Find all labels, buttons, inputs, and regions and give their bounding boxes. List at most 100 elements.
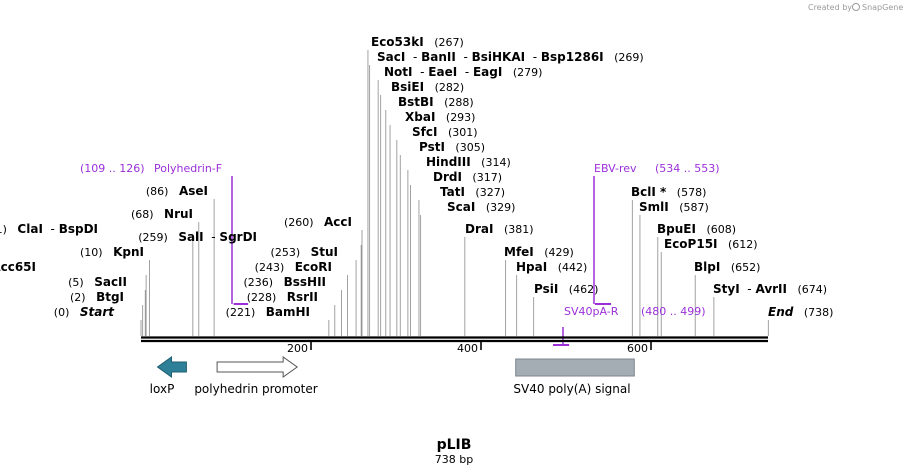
map-title: pLIB 738 bp — [435, 437, 473, 466]
site-label-ecop15i[interactable]: EcoP15I (612) — [664, 237, 758, 251]
site-name-xbai: XbaI — [405, 110, 435, 124]
site-dash-noti-0: - — [413, 65, 429, 79]
site-label-psti[interactable]: PstI (305) — [419, 140, 485, 154]
site-name-asei: AseI — [179, 184, 208, 198]
site-dash-saci-0: - — [405, 50, 421, 64]
plasmid-name: pLIB — [437, 437, 472, 453]
site-label-stui[interactable]: (253) StuI — [271, 245, 338, 259]
site-label-ecori[interactable]: (243) EcoRI — [255, 260, 332, 274]
site-pos-bsshii: (236) — [244, 276, 284, 289]
site-name-rsrii: RsrII — [287, 290, 318, 304]
site-pos-kpni: (10) — [80, 246, 113, 259]
site-name-psti: PstI — [419, 140, 445, 154]
site-label-bstbi[interactable]: BstBI (288) — [398, 95, 474, 109]
site-pos-scai: (329) — [475, 201, 515, 214]
site-label-sali[interactable]: (259) SalI - SgrDI — [138, 230, 257, 244]
site-label-bani[interactable]: (6) BanI - Acc65I — [0, 260, 36, 274]
site-label-saci[interactable]: SacI - BanII - BsiHKAI - Bsp1286I (269) — [377, 50, 644, 64]
site-name-bsshii: BssHII — [284, 275, 326, 289]
site-label-asei[interactable]: (86) AseI — [146, 184, 208, 198]
site-label-bpuei[interactable]: BpuEI (608) — [657, 222, 736, 236]
site-alias-bsp1286i: Bsp1286I — [541, 50, 604, 64]
site-label-psii[interactable]: PsiI (462) — [534, 282, 598, 296]
site-dash-sali-0: - — [204, 230, 220, 244]
site-label-blpi[interactable]: BlpI (652) — [694, 260, 760, 274]
site-alias-acc65i: Acc65I — [0, 260, 36, 274]
site-name-bsiei: BsiEI — [391, 80, 424, 94]
site-name-start: Start — [80, 305, 115, 319]
site-label-xbai[interactable]: XbaI (293) — [405, 110, 475, 124]
site-name-bpuei: BpuEI — [657, 222, 696, 236]
site-label-drai[interactable]: DraI (381) — [465, 222, 534, 236]
site-alias-sgrdi: SgrDI — [219, 230, 257, 244]
site-label-hindiii[interactable]: HindIII (314) — [426, 155, 511, 169]
site-name-btgi: BtgI — [96, 290, 124, 304]
site-pos-hindiii: (314) — [471, 156, 511, 169]
primer-range-polyhedrin-f: (109 .. 126) — [80, 162, 145, 175]
site-label-clai[interactable]: (61) ClaI - BspDI — [0, 222, 98, 236]
primer-range-sv40pa-r: (480 .. 499) — [641, 305, 706, 318]
site-labels: (0) Start(2) BtgI(5) SacII (6) BanI - Acc… — [0, 35, 833, 319]
site-label-drdi[interactable]: DrdI (317) — [433, 170, 502, 184]
site-label-acci[interactable]: (260) AccI — [284, 215, 352, 229]
site-pos-tati: (327) — [465, 186, 505, 199]
site-label-rsrii[interactable]: (228) RsrII — [247, 290, 318, 304]
site-alias-banii: BanII — [421, 50, 456, 64]
site-lines — [140, 50, 769, 336]
ruler-tick-label-200: 200 — [287, 342, 308, 355]
site-label-btgi[interactable]: (2) BtgI — [70, 290, 124, 304]
site-pos-mfei: (429) — [534, 246, 574, 259]
site-label-styi[interactable]: StyI - AvrII (674) — [713, 282, 827, 296]
site-pos-acci: (260) — [284, 216, 324, 229]
site-label-bcli[interactable]: BclI * (578) — [631, 185, 706, 199]
primer-name-polyhedrin-f[interactable]: Polyhedrin-F — [154, 162, 222, 175]
sv40-polya-feature-label: SV40 poly(A) signal — [513, 382, 630, 396]
polyhedrin-promoter-feature-label: polyhedrin promoter — [194, 382, 317, 396]
site-pos-sali: (259) — [138, 231, 178, 244]
site-pos-bamhi: (221) — [226, 306, 266, 319]
site-name-sacii: SacII — [94, 275, 127, 289]
site-label-nrui[interactable]: (68) NruI — [131, 207, 193, 221]
sv40-polya-feature-box[interactable] — [515, 358, 635, 377]
site-label-scai[interactable]: ScaI (329) — [447, 200, 515, 214]
site-name-saci: SacI — [377, 50, 405, 64]
site-label-eco53ki[interactable]: Eco53kI (267) — [371, 35, 464, 49]
site-pos-saci: (269) — [604, 51, 644, 64]
site-label-end[interactable]: End (738) — [768, 305, 833, 319]
site-name-bamhi: BamHI — [266, 305, 310, 319]
site-label-noti[interactable]: NotI - EaeI - EagI (279) — [384, 65, 542, 79]
site-label-sfci[interactable]: SfcI (301) — [412, 125, 478, 139]
site-label-mfei[interactable]: MfeI (429) — [504, 245, 574, 259]
polyhedrin-promoter-feature-arrow[interactable] — [216, 356, 299, 378]
site-label-sacii[interactable]: (5) SacII — [68, 275, 127, 289]
site-pos-start: (0) — [54, 306, 80, 319]
site-label-bsiei[interactable]: BsiEI (282) — [391, 80, 464, 94]
site-label-tati[interactable]: TatI (327) — [440, 185, 505, 199]
site-label-kpni[interactable]: (10) KpnI — [80, 245, 144, 259]
site-label-bamhi[interactable]: (221) BamHI — [226, 305, 310, 319]
site-pos-smli: (587) — [669, 201, 709, 214]
site-pos-btgi: (2) — [70, 291, 96, 304]
site-name-clai: ClaI — [17, 222, 42, 236]
site-name-styi: StyI — [713, 282, 740, 296]
site-pos-psii: (462) — [558, 283, 598, 296]
sequence-backbone — [141, 336, 768, 343]
site-label-hpai[interactable]: HpaI (442) — [516, 260, 587, 274]
site-pos-stui: (253) — [271, 246, 311, 259]
site-label-bsshii[interactable]: (236) BssHII — [244, 275, 326, 289]
site-name-hpai: HpaI — [516, 260, 547, 274]
loxp-feature-arrow[interactable] — [156, 356, 187, 378]
primer-name-ebv-rev[interactable]: EBV-rev — [594, 162, 637, 175]
features: loxP polyhedrin promoter SV40 poly(A) si… — [150, 356, 635, 396]
site-name-sali: SalI — [178, 230, 203, 244]
site-name-ecop15i: EcoP15I — [664, 237, 718, 251]
site-name-scai: ScaI — [447, 200, 475, 214]
site-pos-bcli: (578) — [666, 186, 706, 199]
primer-range-ebv-rev: (534 .. 553) — [655, 162, 720, 175]
primer-name-sv40pa-r[interactable]: SV40pA-R — [564, 305, 619, 318]
site-label-start[interactable]: (0) Start — [54, 305, 115, 319]
site-dash-noti-1: - — [457, 65, 473, 79]
site-label-smli[interactable]: SmlI (587) — [639, 200, 709, 214]
